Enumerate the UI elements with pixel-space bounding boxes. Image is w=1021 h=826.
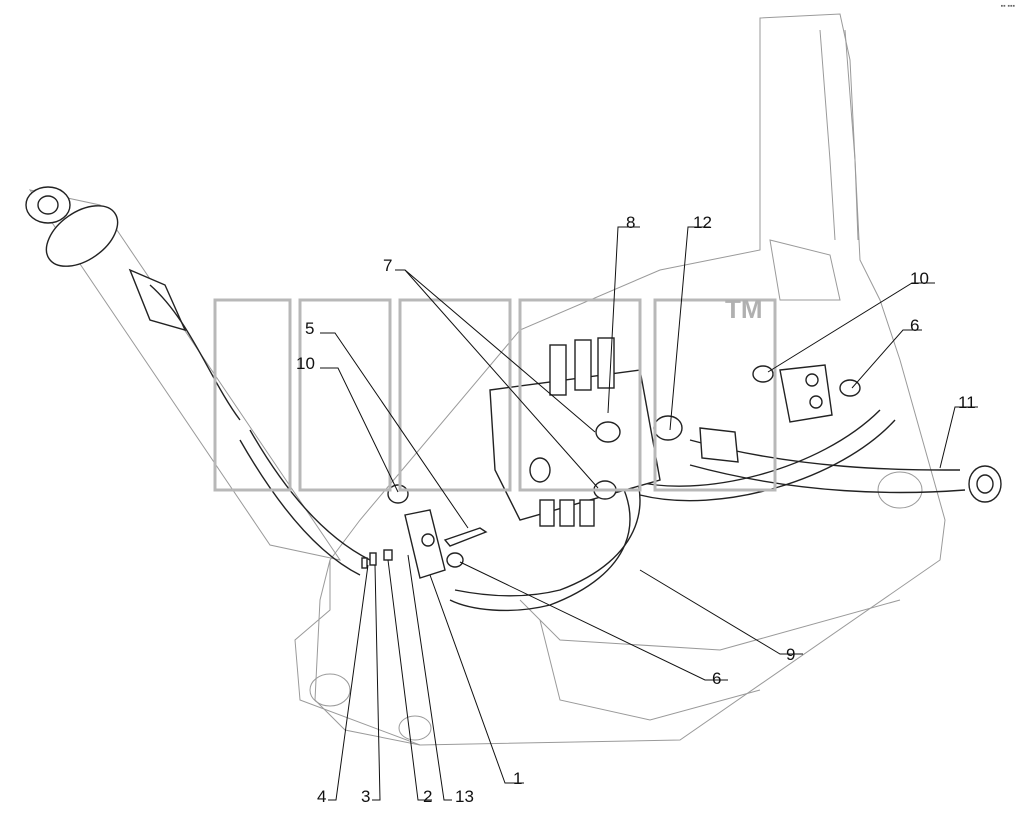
callout-1: 1 [513,769,522,788]
callout-5: 5 [305,319,314,338]
callout-13: 13 [455,787,474,806]
callout-8: 8 [626,213,635,232]
callout-2: 2 [423,787,432,806]
callout-11: 11 [958,393,976,412]
callout-7: 7 [383,256,392,275]
callout-labels: 8 12 7 10 6 5 10 11 9 6 4 3 2 13 1 [296,213,976,806]
right-manifold [752,364,861,423]
callout-10: 10 [296,354,315,373]
watermark: TM [213,294,777,492]
control-valve-block [489,337,683,527]
callout-4: 4 [317,787,326,806]
corner-mark: ▪▪ ▪▪▪ [1000,3,1015,10]
callout-9: 9 [786,645,795,664]
watermark-trademark: TM [725,294,763,324]
leader-lines [320,226,978,801]
hydraulic-cylinder [25,186,342,561]
hoses [239,409,966,612]
callout-6: 6 [910,316,919,335]
callout-3: 3 [361,787,370,806]
callout-6: 6 [712,669,721,688]
callout-10: 10 [910,269,929,288]
hose-end-fitting [699,427,1002,503]
small-fittings [361,484,488,579]
callout-12: 12 [693,213,712,232]
